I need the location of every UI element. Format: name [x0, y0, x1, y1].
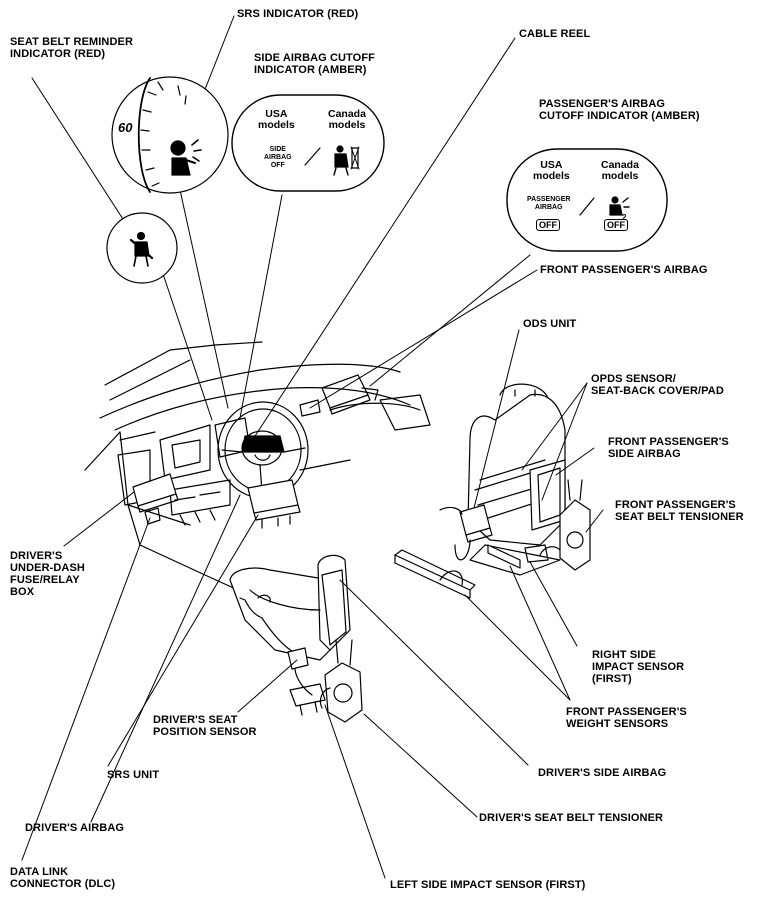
label-drivers-under-dash-box: DRIVER'S UNDER-DASH FUSE/RELAY BOX: [10, 550, 85, 598]
srs-unit-box: [247, 479, 301, 529]
srs-airbag-person-icon: [170, 139, 202, 176]
label-seat-belt-reminder: SEAT BELT REMINDER INDICATOR (RED): [10, 36, 134, 60]
side-airbag-off-icon: [333, 145, 360, 176]
label-front-passenger-airbag: FRONT PASSENGER'S AIRBAG: [540, 264, 708, 276]
driver-seat-belt-tensioner: [319, 639, 363, 723]
passenger-seat-belt-tensioner: [524, 479, 591, 571]
label-ods-unit: ODS UNIT: [523, 318, 577, 330]
svg-text:2: 2: [622, 213, 627, 222]
passenger-airbag-off-icon: 2: [609, 196, 630, 222]
label-drivers-side-airbag: DRIVER'S SIDE AIRBAG: [538, 767, 667, 779]
side-panel-usa-text: SIDE AIRBAG OFF: [264, 146, 292, 169]
driver-seat: [229, 554, 351, 661]
leader-lines: [21, 15, 604, 879]
dlc-connector: [144, 507, 161, 525]
passenger-airbag-module: [299, 374, 379, 417]
weight-sensor-rails: [394, 544, 521, 599]
passenger-panel-canada-heading: Canada models: [601, 159, 639, 182]
side-panel-canada-heading: Canada models: [328, 108, 366, 131]
srs-indicator-callout: [111, 76, 229, 194]
label-passenger-airbag-cutoff: PASSENGER'S AIRBAG CUTOFF INDICATOR (AMB…: [539, 98, 700, 122]
label-drivers-seat-belt-tensioner: DRIVER'S SEAT BELT TENSIONER: [479, 812, 664, 824]
label-front-passenger-seat-belt-tensioner: FRONT PASSENGER'S SEAT BELT TENSIONER: [615, 499, 744, 523]
passenger-panel-usa-heading: USA models: [533, 159, 570, 182]
label-opds-sensor: OPDS SENSOR/ SEAT-BACK COVER/PAD: [591, 373, 724, 397]
label-drivers-airbag: DRIVER'S AIRBAG: [25, 822, 125, 834]
label-srs-unit: SRS UNIT: [107, 769, 160, 781]
label-front-passenger-weight-sensors: FRONT PASSENGER'S WEIGHT SENSORS: [566, 706, 687, 730]
side-panel-usa-heading: USA models: [258, 108, 295, 131]
speed-readout: 60: [118, 120, 133, 135]
label-data-link-connector: DATA LINK CONNECTOR (DLC): [10, 866, 116, 890]
label-left-side-impact-sensor: LEFT SIDE IMPACT SENSOR (FIRST): [390, 879, 586, 891]
passenger-panel-usa-off: OFF: [536, 219, 560, 231]
under-dash-box: [132, 473, 179, 513]
label-front-passenger-side-airbag: FRONT PASSENGER'S SIDE AIRBAG: [608, 436, 729, 460]
passenger-panel-usa-text: PASSENGER AIRBAG: [527, 196, 571, 211]
label-cable-reel: CABLE REEL: [519, 28, 591, 40]
label-side-airbag-cutoff: SIDE AIRBAG CUTOFF INDICATOR (AMBER): [254, 52, 375, 76]
ods-unit: [439, 504, 493, 561]
label-drivers-seat-position-sensor: DRIVER'S SEAT POSITION SENSOR: [153, 714, 257, 738]
label-right-side-impact-sensor: RIGHT SIDE IMPACT SENSOR (FIRST): [592, 649, 685, 685]
steering-wheel: [217, 401, 309, 499]
label-srs-indicator: SRS INDICATOR (RED): [237, 8, 359, 20]
seat-belt-icon: [129, 231, 154, 267]
passenger-panel-canada-off: OFF: [604, 219, 628, 231]
